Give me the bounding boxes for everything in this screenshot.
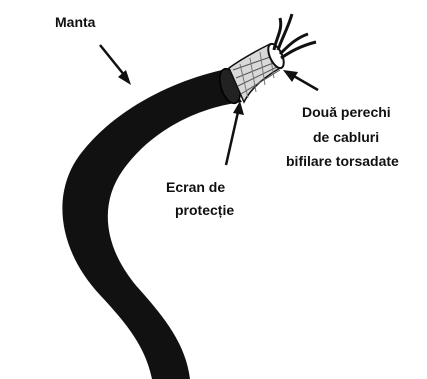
cable-jacket bbox=[62, 67, 242, 379]
label-pairs-line1: Două perechi bbox=[302, 104, 391, 120]
label-pairs-line2: de cabluri bbox=[313, 129, 379, 145]
twisted-pairs bbox=[272, 13, 317, 60]
label-shield-line2: protecție bbox=[175, 202, 234, 218]
braided-shield bbox=[228, 42, 285, 104]
label-manta: Manta bbox=[55, 14, 96, 30]
pointer-arrows bbox=[99, 44, 319, 166]
label-shield-line1: Ecran de bbox=[166, 179, 225, 195]
label-pairs-line3: bifilare torsadate bbox=[286, 153, 399, 169]
